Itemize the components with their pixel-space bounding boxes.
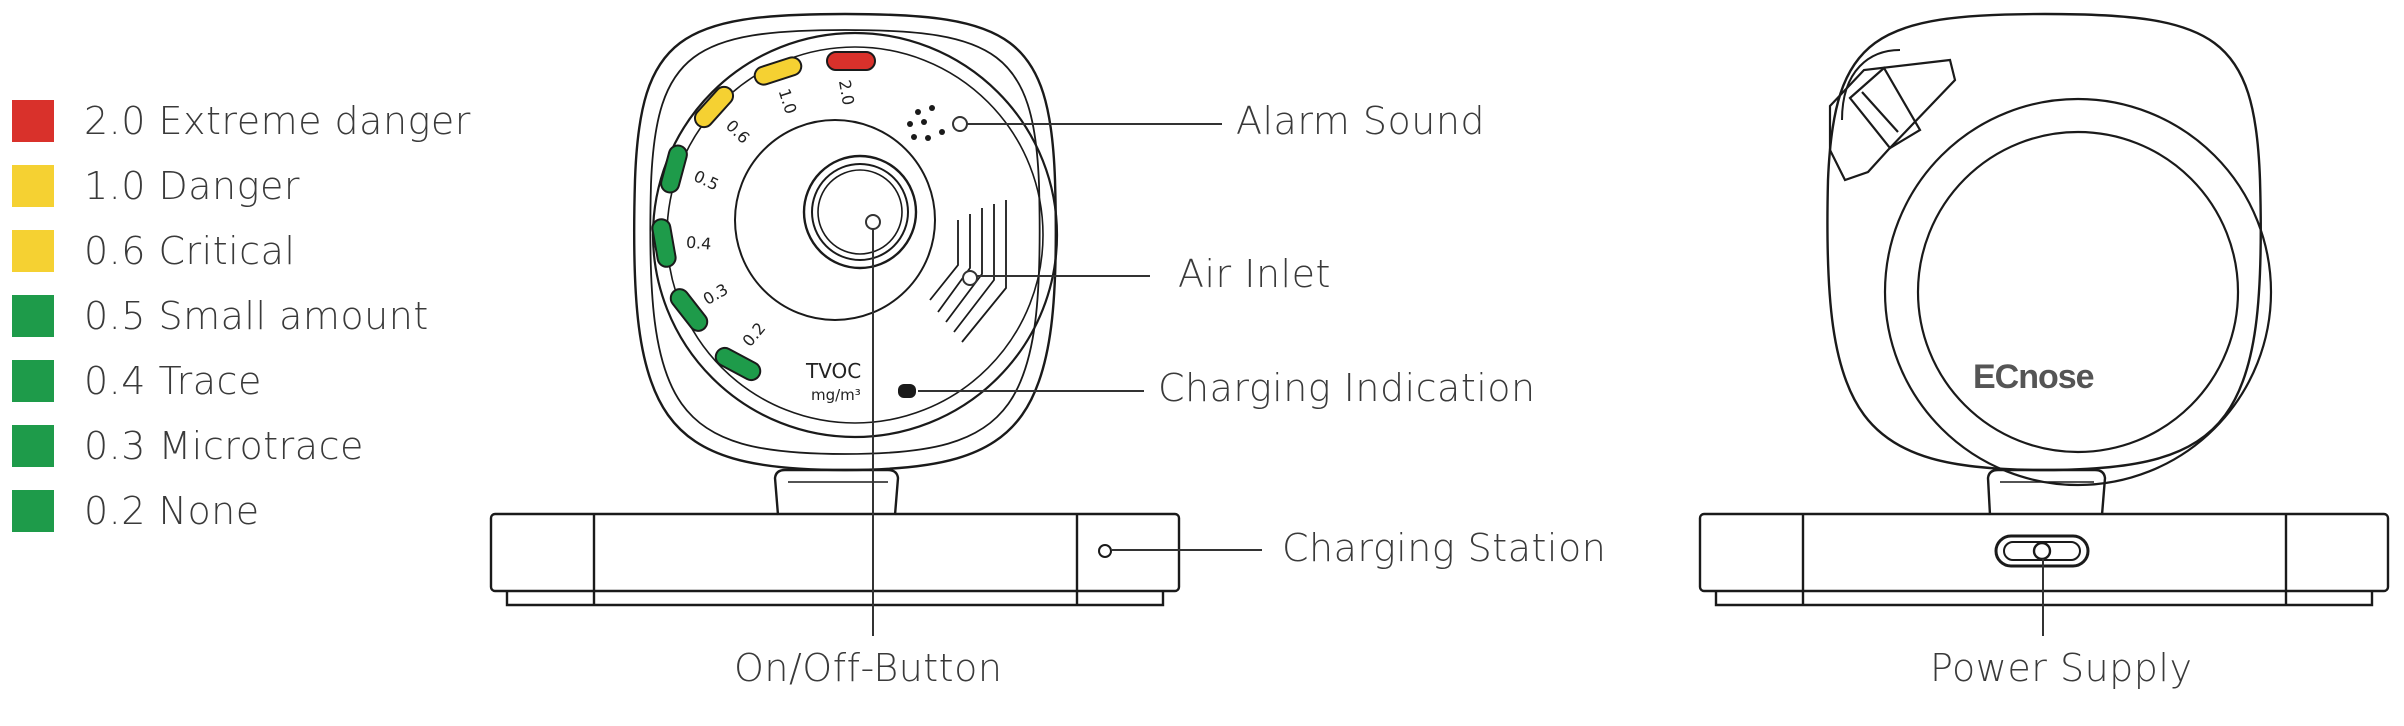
alarm-speaker-icon	[907, 105, 945, 141]
front-body-inner	[649, 29, 1041, 455]
legend-item-microtrace: 0.3 Microtrace	[12, 413, 492, 478]
led-0-3	[669, 288, 709, 332]
callout-air-inlet: Air Inlet	[1178, 252, 1331, 296]
dial-label-0-2: 0.2	[738, 319, 769, 351]
callout-charging-indication: Charging Indication	[1158, 366, 1536, 410]
legend-swatch	[12, 359, 54, 402]
tvoc-unit: mg/m³	[811, 386, 861, 404]
legend-item-critical: 0.6 Critical	[12, 218, 492, 283]
legend-item-trace: 0.4 Trace	[12, 348, 492, 413]
legend-swatch	[12, 99, 54, 142]
legend-swatch	[12, 489, 54, 532]
led-0-5	[660, 144, 688, 194]
front-base-foot	[505, 591, 1165, 607]
led-0-2	[714, 346, 762, 382]
front-body-outer	[632, 12, 1058, 472]
dial-label-0-5: 0.5	[691, 166, 722, 194]
front-device	[489, 12, 1181, 607]
power-port-icon	[2032, 541, 2052, 561]
led-0-4	[651, 218, 677, 268]
back-stand-neck	[1986, 468, 2107, 516]
legend-label: 0.3 Microtrace	[84, 423, 364, 468]
brand-logo: ECnose	[1973, 358, 2094, 396]
dial-label-0-3: 0.3	[700, 280, 732, 309]
back-edge-band	[1841, 49, 1901, 121]
legend-label: 0.4 Trace	[84, 358, 262, 403]
legend-swatch	[12, 294, 54, 337]
dial-label-2-0: 2.0	[835, 78, 858, 106]
front-charging-station	[489, 512, 1181, 593]
charging-station-led-icon	[1098, 544, 1112, 558]
legend-swatch	[12, 164, 54, 207]
legend-item-extreme-danger: 2.0 Extreme danger	[12, 88, 492, 153]
tvoc-title: TVOC	[805, 359, 861, 383]
legend-item-none: 0.2 None	[12, 478, 492, 543]
on-off-button-icon[interactable]	[802, 154, 918, 270]
callout-charging-station: Charging Station	[1282, 526, 1607, 570]
back-clip-icon	[1828, 58, 1957, 182]
led-0-6	[693, 85, 735, 129]
front-stand-neck	[773, 468, 900, 516]
dial-label-0-6: 0.6	[722, 116, 753, 147]
dial-label-0-4: 0.4	[685, 233, 712, 254]
led-1-0	[753, 56, 803, 86]
callout-power-supply: Power Supply	[1930, 646, 2193, 690]
front-leader-lines	[865, 116, 1262, 636]
back-device	[1698, 12, 2390, 607]
on-off-button-ring	[811, 163, 909, 261]
air-inlet-vents	[929, 200, 1007, 343]
back-ring-outer	[1883, 97, 2273, 487]
legend-label: 1.0 Danger	[84, 163, 300, 208]
charging-indicator-icon	[898, 384, 916, 398]
legend-label: 0.6 Critical	[84, 228, 296, 273]
legend-swatch	[12, 229, 54, 272]
legend-label: 0.5 Small amount	[84, 293, 429, 338]
legend-item-small-amount: 0.5 Small amount	[12, 283, 492, 348]
tvoc-legend: 2.0 Extreme danger 1.0 Danger 0.6 Critic…	[12, 88, 492, 543]
legend-swatch	[12, 424, 54, 467]
callout-on-off-button: On/Off-Button	[734, 646, 1003, 690]
legend-item-danger: 1.0 Danger	[12, 153, 492, 218]
legend-label: 0.2 None	[84, 488, 260, 533]
dial-label-1-0: 1.0	[775, 86, 801, 116]
center-hub	[734, 119, 936, 321]
legend-label: 2.0 Extreme danger	[84, 98, 471, 143]
callout-alarm-sound: Alarm Sound	[1236, 99, 1486, 143]
on-off-button-ring-inner	[817, 169, 903, 255]
back-ring-inner	[1916, 130, 2240, 454]
led-2-0	[826, 51, 876, 71]
